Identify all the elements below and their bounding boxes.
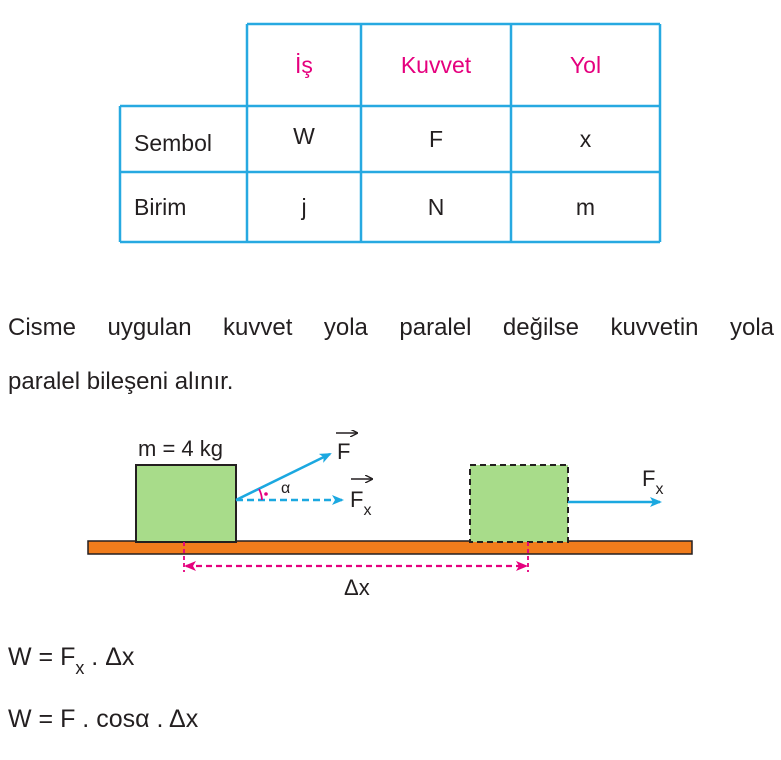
- force-arrow: [235, 452, 332, 502]
- table-grid: [118, 22, 662, 244]
- mass-label: m = 4 kg: [138, 436, 223, 461]
- unit-table: İş Kuvvet Yol Sembol W F x Birim j N m: [0, 0, 781, 260]
- cell-sembol-yol: x: [579, 125, 592, 152]
- paragraph-line-1: Cisme uygulan kuvvet yola paralel değils…: [8, 314, 774, 341]
- displacement-label: Δx: [344, 575, 370, 600]
- block-initial: [135, 464, 237, 543]
- force-component-subscript: x: [363, 502, 372, 519]
- work-diagram: [87, 430, 693, 572]
- cell-sembol-is: W: [293, 122, 315, 149]
- row-label-sembol: Sembol: [134, 129, 212, 156]
- angle-dot: [264, 492, 268, 496]
- cell-birim-yol: m: [575, 193, 596, 220]
- force-component-label: Fx: [350, 487, 371, 520]
- right-force-label: Fx: [642, 466, 663, 499]
- right-force-letter: F: [642, 466, 656, 491]
- ground: [87, 540, 693, 555]
- formula-1-right: . Δx: [84, 643, 135, 671]
- formula-work-cos: W = F . cosα . Δx: [8, 705, 199, 733]
- angle-label: α: [281, 480, 291, 497]
- formula-work-component: W = Fx . Δx: [8, 643, 135, 678]
- paragraph-line-2: paralel bileşeni alınır.: [8, 368, 234, 395]
- cell-birim-is: j: [301, 193, 307, 220]
- force-component-letter: F: [350, 487, 364, 512]
- force-label: F: [337, 439, 351, 464]
- formula-1-subscript: x: [75, 658, 85, 678]
- block-final: [469, 464, 569, 543]
- header-kuvvet: Kuvvet: [400, 51, 472, 78]
- angle-arc: [258, 488, 263, 501]
- formula-1-left: W = F: [8, 643, 76, 671]
- cell-birim-kuvvet: N: [427, 193, 445, 220]
- right-force-subscript: x: [655, 481, 664, 498]
- header-yol: Yol: [569, 51, 602, 78]
- cell-sembol-kuvvet: F: [428, 125, 444, 152]
- row-label-birim: Birim: [134, 193, 187, 220]
- header-is: İş: [295, 51, 313, 78]
